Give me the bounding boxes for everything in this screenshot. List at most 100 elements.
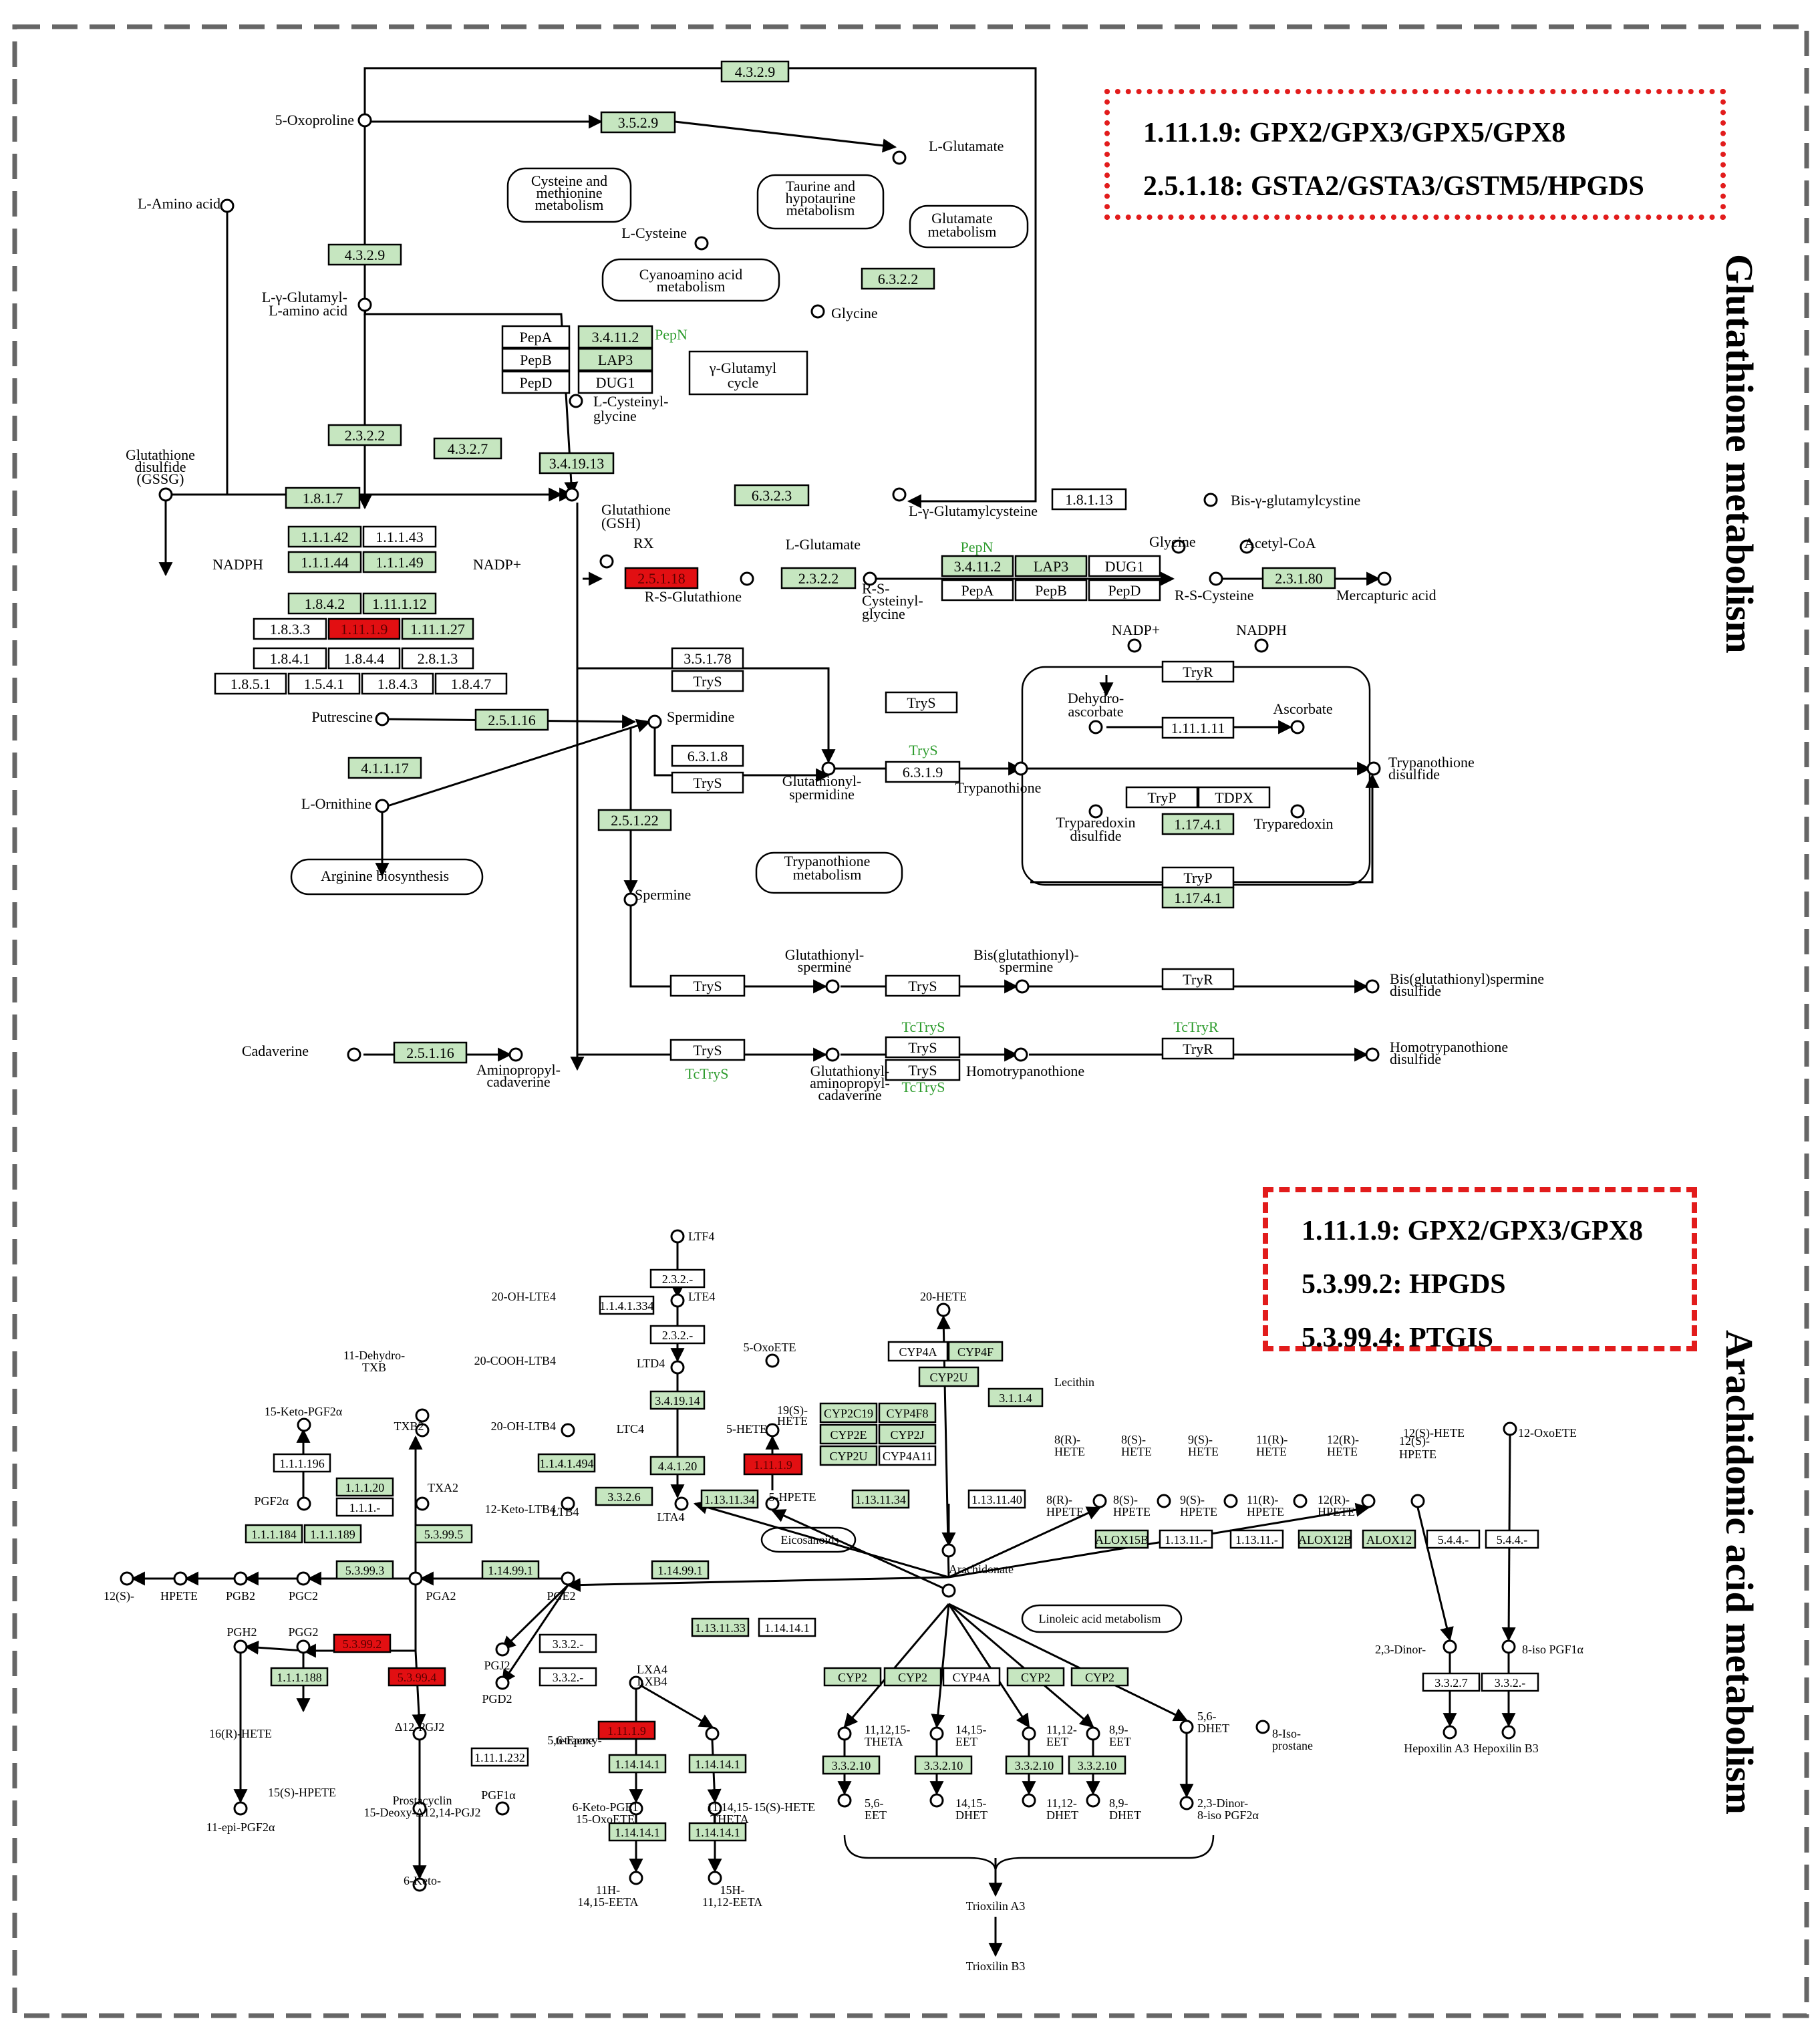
svg-text:LAP3: LAP3 xyxy=(1034,558,1069,575)
enzyme-box: 1.8.4.2 xyxy=(287,592,362,615)
enzyme-box: 1.8.4.4 xyxy=(327,647,401,670)
svg-text:2.3.2.2: 2.3.2.2 xyxy=(798,570,839,587)
compound-node xyxy=(837,1726,852,1741)
enzyme-box: 2.8.1.3 xyxy=(401,647,474,670)
enzyme-box: 1.1.4.1.494 xyxy=(537,1453,596,1473)
enzyme-box: 1.8.1.13 xyxy=(1051,488,1127,511)
enzyme-box: TryS xyxy=(885,1059,961,1081)
svg-text:3.4.11.2: 3.4.11.2 xyxy=(954,558,1002,575)
compound-label: disulfide xyxy=(1388,766,1440,783)
compound-node xyxy=(1410,1494,1425,1508)
compound-node xyxy=(561,1496,575,1511)
compound-node xyxy=(233,1801,248,1816)
compound-label: THETA xyxy=(710,1812,749,1826)
svg-text:3.3.2.10: 3.3.2.10 xyxy=(1078,1759,1117,1772)
legend-bottom-line-2: 5.3.99.2: HPGDS xyxy=(1302,1269,1506,1300)
enzyme-box: 6.3.1.9 xyxy=(885,761,961,783)
compound-label: 9(S)- xyxy=(1188,1433,1213,1447)
compound-label: L-Cysteine xyxy=(621,225,687,241)
compound-label: 20-COOH-LTB4 xyxy=(474,1354,556,1367)
svg-text:3.1.1.4: 3.1.1.4 xyxy=(999,1391,1032,1405)
enzyme-box: 2.3.2.- xyxy=(649,1268,706,1289)
compound-label: metabolism xyxy=(928,223,997,240)
compound-label: 12(S)-HETE xyxy=(1403,1426,1465,1440)
compound-node xyxy=(1443,1725,1457,1740)
compound-node xyxy=(297,1417,311,1432)
enzyme-box: 3.4.19.14 xyxy=(649,1390,706,1410)
compound-label: Spermine xyxy=(635,886,691,903)
compound-node xyxy=(1171,539,1186,554)
enzyme-box: ALOX15B xyxy=(1094,1529,1149,1549)
compound-label: spermine xyxy=(798,958,852,975)
compound-label: PGC2 xyxy=(289,1589,318,1603)
enzyme-box: 2.3.2.- xyxy=(649,1325,706,1345)
svg-text:1.8.4.7: 1.8.4.7 xyxy=(451,676,492,692)
svg-text:3.5.1.78: 3.5.1.78 xyxy=(684,650,732,667)
svg-text:3.3.2.10: 3.3.2.10 xyxy=(924,1759,963,1772)
pathway-link-box xyxy=(1021,1604,1183,1633)
enzyme-box: TryS xyxy=(885,691,958,714)
compound-node xyxy=(1014,1047,1028,1062)
svg-text:TryS: TryS xyxy=(693,978,722,994)
compound-node xyxy=(173,1571,188,1586)
svg-text:5.4.4.-: 5.4.4.- xyxy=(1438,1533,1469,1546)
compound-node xyxy=(375,712,390,726)
compound-node xyxy=(412,1801,427,1816)
enzyme-box: 5.4.4.- xyxy=(1485,1529,1539,1549)
svg-text:CYP2: CYP2 xyxy=(1021,1671,1050,1684)
compound-label: Acetyl-CoA xyxy=(1244,535,1316,551)
compound-label: Cadaverine xyxy=(242,1043,309,1059)
svg-text:1.11.1.12: 1.11.1.12 xyxy=(372,595,427,612)
svg-text:1.11.1.11: 1.11.1.11 xyxy=(1171,720,1225,736)
pathway-link-box xyxy=(756,174,885,230)
compound-label: 20-OH-LTB4 xyxy=(491,1419,556,1433)
compound-label: 8-Iso- xyxy=(1272,1727,1301,1740)
compound-node xyxy=(825,979,840,994)
compound-node xyxy=(1088,804,1103,819)
compound-label: 12(S)- xyxy=(104,1589,134,1603)
compound-node xyxy=(1290,804,1305,819)
enzyme-box: 1.14.14.1 xyxy=(758,1617,816,1637)
svg-text:1.11.1.27: 1.11.1.27 xyxy=(410,621,465,638)
compound-label: Bis(glutathionyl)- xyxy=(973,946,1079,963)
svg-text:TryS: TryS xyxy=(907,694,935,711)
compound-label: disulfide xyxy=(135,458,186,475)
svg-text:1.14.14.1: 1.14.14.1 xyxy=(695,1758,740,1771)
compound-label: PGF2α xyxy=(255,1494,289,1508)
compound-node xyxy=(670,1293,685,1308)
svg-text:1.1.1.42: 1.1.1.42 xyxy=(301,529,349,545)
compound-node xyxy=(629,1871,643,1885)
compound-label: cadaverine xyxy=(486,1073,550,1090)
compound-node xyxy=(892,150,907,165)
enzyme-box: 1.8.3.3 xyxy=(253,618,327,640)
svg-text:3.3.2.-: 3.3.2.- xyxy=(1495,1676,1526,1689)
compound-node xyxy=(623,892,638,907)
compound-label: EET xyxy=(955,1735,977,1748)
svg-text:1.1.1.44: 1.1.1.44 xyxy=(301,554,349,571)
gene-label: TcTryS xyxy=(902,1019,945,1035)
compound-node xyxy=(1086,1726,1100,1741)
legend-glutathione-genes: 1.11.1.9: GPX2/GPX3/GPX5/GPX8 2.5.1.18: … xyxy=(1104,89,1726,220)
legend-arachidonic-genes: 1.11.1.9: GPX2/GPX3/GPX8 5.3.99.2: HPGDS… xyxy=(1263,1187,1697,1353)
compound-node xyxy=(357,113,372,128)
svg-text:1.11.1.9: 1.11.1.9 xyxy=(341,621,388,638)
compound-label: 5,6- xyxy=(865,1796,884,1810)
compound-label: metabolism xyxy=(535,196,604,213)
compound-label: PGB2 xyxy=(226,1589,255,1603)
svg-text:ALOX15B: ALOX15B xyxy=(1095,1533,1149,1546)
enzyme-box: 1.1.4.1.334 xyxy=(599,1295,655,1315)
svg-text:TryP: TryP xyxy=(1183,869,1212,886)
compound-node xyxy=(357,297,372,312)
compound-node xyxy=(1365,1047,1380,1062)
compound-label: 11(R)- xyxy=(1256,1433,1287,1447)
svg-text:4.4.1.20: 4.4.1.20 xyxy=(658,1460,698,1473)
enzyme-box: 6.3.2.2 xyxy=(861,267,935,290)
enzyme-box: CYP4A11 xyxy=(878,1445,937,1466)
compound-label: Arginine biosynthesis xyxy=(321,867,449,884)
compound-label: 5,6- xyxy=(1197,1710,1217,1723)
compound-node xyxy=(1255,1720,1270,1734)
compound-label: ascorbate xyxy=(1068,703,1123,720)
enzyme-box: 1.1.1.44 xyxy=(287,551,362,573)
enzyme-box: 1.11.1.9 xyxy=(743,1453,803,1476)
svg-text:1.13.11.-: 1.13.11.- xyxy=(1235,1533,1278,1546)
